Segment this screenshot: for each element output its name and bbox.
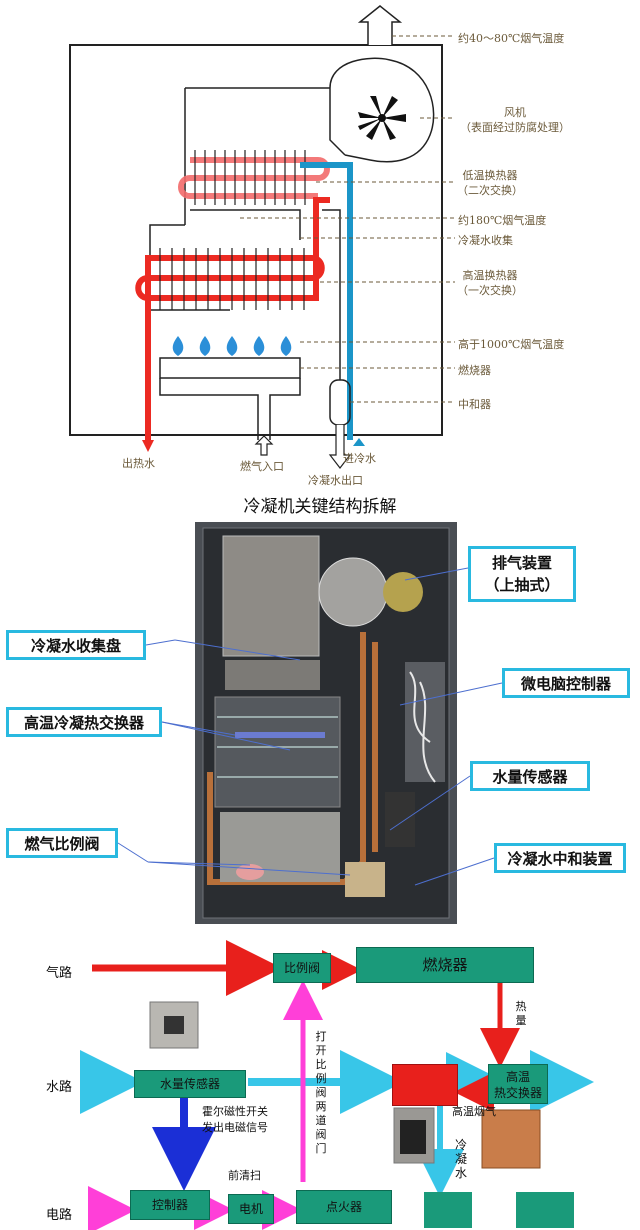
- box-igniter: 点火器: [296, 1190, 392, 1224]
- high-temp-hx-note: （一次交换）: [457, 284, 523, 297]
- fan-note: （表面经过防腐处理）: [460, 121, 570, 134]
- high-temp-hx-label: 高温换热器: [462, 269, 518, 282]
- gas-manifold: [159, 378, 301, 440]
- callout-pointers: [117, 567, 503, 886]
- label-temp-1000: 高于1000℃烟气温度: [458, 338, 565, 351]
- burner-box: [159, 357, 301, 379]
- flow-diagram: [80, 940, 594, 1230]
- photo-section-title: 冷凝机关键结构拆解: [243, 497, 397, 517]
- callout-high-temp-hx: 高温冷凝热交换器: [6, 707, 162, 737]
- low-temp-hx-note: （二次交换）: [457, 184, 523, 197]
- sensor-photo-body: [164, 1016, 184, 1034]
- callout-gas-valve: 燃气比例阀: [6, 828, 118, 858]
- row-gas: 气路: [46, 966, 73, 981]
- label-high-temp-hx: 高温换热器 （一次交换）: [455, 268, 525, 298]
- label-low-temp-hx: 低温换热器 （二次交换）: [455, 168, 525, 198]
- label-fan: 风机 （表面经过防腐处理）: [455, 105, 575, 135]
- casing-outline: [69, 44, 443, 436]
- cold-water-arrow: [353, 438, 365, 446]
- box-high-temp-hx-line2: 热交换器: [493, 1086, 542, 1100]
- hot-water-arrow: [142, 440, 154, 452]
- box-low-temp-hx: [392, 1064, 458, 1106]
- fan-label: 风机: [504, 106, 526, 119]
- callout-water-sensor: 水量传感器: [470, 761, 590, 791]
- condensate-line: [322, 209, 341, 380]
- neutralizer-box-2: [516, 1192, 574, 1228]
- label-hot-water-out: 出热水: [122, 457, 155, 470]
- callout-exhaust-sub: （上抽式）: [484, 576, 560, 594]
- callout-collect-tray: 冷凝水收集盘: [6, 630, 146, 660]
- label-neutralizer: 中和器: [458, 398, 491, 411]
- hx-photo-2: [481, 1109, 541, 1169]
- box-controller: 控制器: [130, 1190, 210, 1220]
- box-high-temp-hx: 高温 热交换器: [488, 1064, 548, 1104]
- row-electric: 电路: [46, 1208, 73, 1223]
- label-cold-water-in: 进冷水: [343, 452, 376, 465]
- note-hot-flue: 高温烟气: [452, 1105, 496, 1118]
- label-burner: 燃烧器: [458, 364, 491, 377]
- label-condensate-collect: 冷凝水收集: [458, 234, 513, 247]
- label-flue-temp: 约40～80℃烟气温度: [458, 32, 565, 45]
- callout-neutralizer: 冷凝水中和装置: [494, 843, 626, 873]
- box-water-sensor: 水量传感器: [134, 1070, 246, 1098]
- note-prepurge: 前清扫: [228, 1169, 261, 1182]
- fan-icon: [358, 96, 406, 140]
- condensate-out-arrow: [328, 425, 352, 469]
- high-temp-fins: [159, 248, 305, 310]
- label-gas-in: 燃气入口: [240, 460, 284, 473]
- heater-photo: [195, 522, 457, 924]
- gas-in-arrow: [254, 435, 274, 456]
- note-hall: 霍尔磁性开关发出电磁信号: [202, 1105, 268, 1134]
- note-condensate: 冷凝水: [454, 1138, 467, 1180]
- label-condensate-out: 冷凝水出口: [308, 474, 363, 487]
- condensing-heater-schematic: [69, 5, 455, 469]
- low-temp-hx-label: 低温换热器: [462, 169, 518, 182]
- leader-lines: [240, 35, 455, 403]
- box-high-temp-hx-line1: 高温: [505, 1070, 530, 1084]
- hx-photo-1-body: [400, 1120, 426, 1154]
- label-temp-180: 约180℃烟气温度: [458, 214, 547, 227]
- burner-flames: [172, 336, 292, 356]
- neutralizer-box-1: [424, 1192, 472, 1228]
- high-temp-coil: [135, 197, 330, 440]
- box-motor: 电机: [228, 1194, 274, 1224]
- callout-controller: 微电脑控制器: [502, 668, 630, 698]
- low-temp-fins: [194, 150, 306, 205]
- fan-housing: [329, 57, 435, 163]
- note-open-valve: 打开比例阀两道阀门: [315, 1030, 327, 1155]
- note-heat: 热量: [515, 1000, 527, 1027]
- collect-tray: [190, 209, 301, 240]
- sensor-photo: [149, 1001, 199, 1049]
- cold-water-pipe: [300, 162, 353, 440]
- exhaust-arrow: [357, 5, 403, 45]
- callout-exhaust: 排气装置 （上抽式）: [468, 546, 576, 602]
- row-water: 水路: [46, 1080, 73, 1095]
- callout-exhaust-label: 排气装置: [491, 554, 552, 572]
- box-burner: 燃烧器: [356, 947, 534, 983]
- box-prop-valve: 比例阀: [273, 953, 331, 983]
